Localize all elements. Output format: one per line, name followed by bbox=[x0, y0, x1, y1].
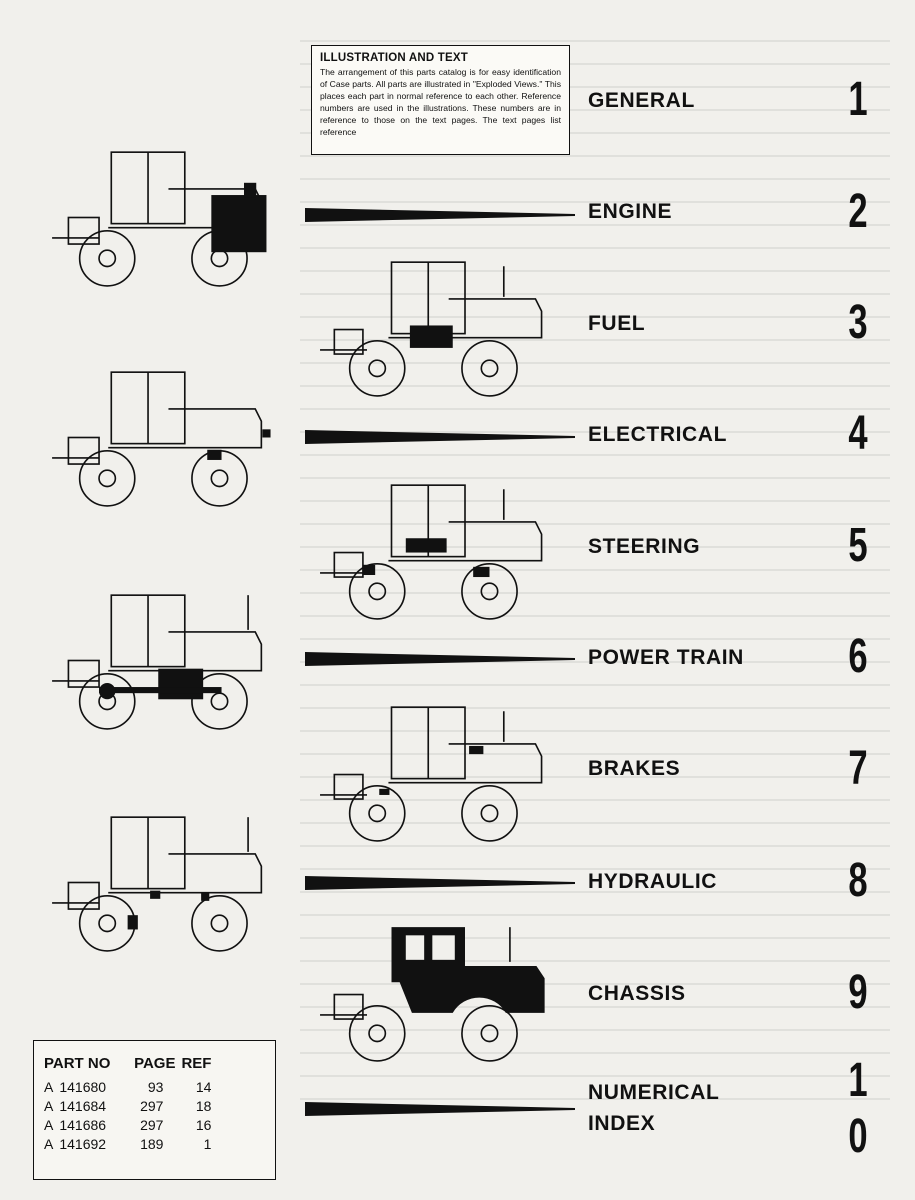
index-bar-electrical bbox=[305, 430, 575, 444]
table-row: A 141692 189 1 bbox=[44, 1135, 217, 1154]
part-prefix: A bbox=[44, 1117, 54, 1133]
section-label-chassis[interactable]: CHASSIS bbox=[588, 982, 686, 1005]
part-page: 297 bbox=[140, 1117, 164, 1133]
tractor-illustration-hydraulic bbox=[52, 816, 263, 952]
section-label-engine[interactable]: ENGINE bbox=[588, 200, 673, 223]
part-prefix: A bbox=[44, 1136, 54, 1152]
part-page: 93 bbox=[147, 1079, 164, 1095]
table-row: A 141686 297 16 bbox=[44, 1116, 217, 1135]
section-label-index[interactable]: INDEX bbox=[588, 1112, 656, 1135]
tractor-illustration-engine bbox=[52, 151, 267, 287]
section-number-5: 5 bbox=[848, 519, 868, 572]
section-number-1: 1 bbox=[848, 73, 868, 126]
section-label-steering[interactable]: STEERING bbox=[588, 535, 701, 558]
section-number-9: 9 bbox=[848, 966, 868, 1019]
part-number: 141686 bbox=[59, 1117, 107, 1133]
column-header-part-no: PART NO bbox=[44, 1055, 111, 1072]
section-number-2: 2 bbox=[848, 185, 868, 238]
part-prefix: A bbox=[44, 1079, 54, 1095]
section-label-power-train[interactable]: POWER TRAIN bbox=[588, 646, 744, 669]
part-prefix: A bbox=[44, 1098, 54, 1114]
section-label-electrical[interactable]: ELECTRICAL bbox=[588, 423, 727, 446]
part-number: 141692 bbox=[59, 1136, 107, 1152]
section-label-brakes[interactable]: BRAKES bbox=[588, 757, 681, 780]
column-header-ref: REF bbox=[181, 1055, 212, 1072]
index-bar-power-train bbox=[305, 652, 575, 666]
section-label-hydraulic[interactable]: HYDRAULIC bbox=[588, 870, 718, 893]
table-row: A 141684 297 18 bbox=[44, 1097, 217, 1116]
tractor-illustration-brakes bbox=[320, 706, 543, 842]
section-number-6: 6 bbox=[848, 630, 868, 683]
part-ref: 16 bbox=[195, 1117, 212, 1133]
part-ref: 14 bbox=[195, 1079, 212, 1095]
section-number-10-second-digit: 0 bbox=[848, 1110, 868, 1163]
part-page: 189 bbox=[140, 1136, 164, 1152]
info-box-title: ILLUSTRATION AND TEXT bbox=[320, 52, 468, 64]
section-label-general[interactable]: GENERAL bbox=[588, 89, 695, 112]
info-box-text: The arrangement of this parts catalog is… bbox=[320, 67, 561, 137]
section-number-3: 3 bbox=[848, 296, 868, 349]
column-header-page: PAGE bbox=[134, 1055, 176, 1072]
tractor-illustration-power-train bbox=[52, 594, 263, 730]
part-ref: 18 bbox=[195, 1098, 212, 1114]
section-number-10-first-digit: 1 bbox=[848, 1054, 868, 1107]
section-label-numerical[interactable]: NUMERICAL bbox=[588, 1081, 720, 1104]
part-number-table: PART NO PAGE REF A 141680 93 14 A 141684… bbox=[33, 1040, 276, 1180]
part-number: 141680 bbox=[59, 1079, 107, 1095]
index-bar-hydraulic bbox=[305, 876, 575, 890]
index-bar-engine bbox=[305, 208, 575, 222]
illustration-and-text-box: ILLUSTRATION AND TEXT The arrangement of… bbox=[311, 45, 570, 155]
tractor-illustration-electrical bbox=[52, 371, 271, 507]
part-number: 141684 bbox=[59, 1098, 107, 1114]
part-ref: 1 bbox=[203, 1136, 212, 1152]
section-number-4: 4 bbox=[848, 407, 868, 460]
part-page: 297 bbox=[140, 1098, 164, 1114]
tractor-illustration-fuel bbox=[320, 261, 543, 397]
tractor-illustration-steering bbox=[320, 484, 543, 620]
tractor-illustration-chassis bbox=[320, 927, 545, 1062]
index-bar-numerical-index bbox=[305, 1102, 575, 1116]
section-number-8: 8 bbox=[848, 854, 868, 907]
section-label-fuel[interactable]: FUEL bbox=[588, 312, 646, 335]
section-number-7: 7 bbox=[848, 742, 868, 795]
table-row: A 141680 93 14 bbox=[44, 1078, 217, 1097]
